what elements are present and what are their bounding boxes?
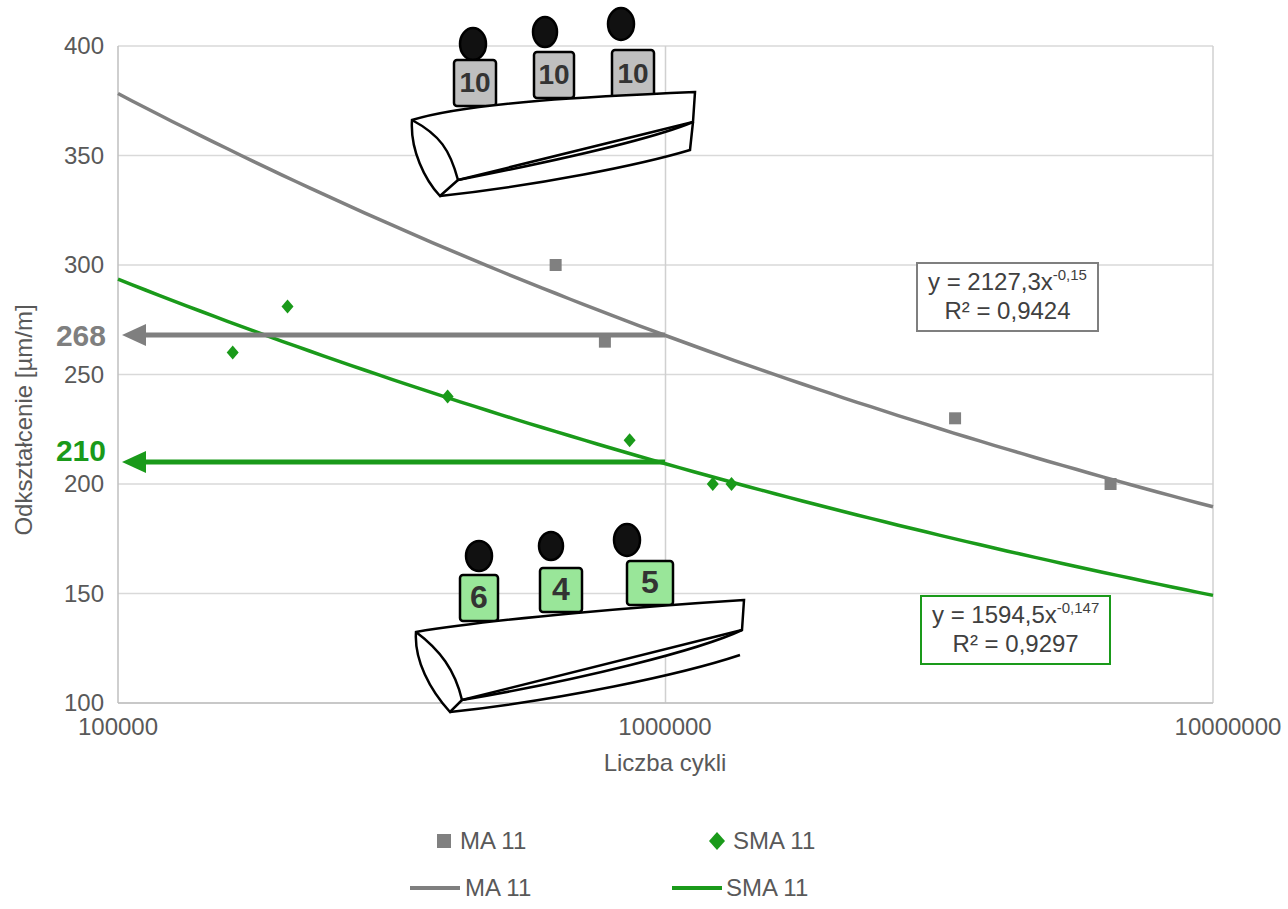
y-tick-label: 400	[64, 33, 104, 59]
score-card: 10	[459, 68, 490, 99]
y-tick-label: 350	[64, 142, 104, 168]
equation-text: R² = 0,9424	[944, 297, 1070, 324]
score-card: 10	[617, 59, 648, 90]
equation-text: -0,15	[1053, 266, 1087, 283]
y-tick-label: 300	[64, 252, 104, 278]
data-point	[949, 412, 961, 424]
axis-title: Odkształcenie [µm/m]	[11, 304, 37, 535]
grid-line	[1212, 46, 1214, 703]
data-point	[624, 433, 636, 447]
grid-line	[118, 702, 1213, 704]
judges-top	[412, 8, 695, 196]
data-point	[707, 477, 719, 491]
data-point	[282, 300, 294, 314]
y-tick-label: 200	[64, 471, 104, 497]
y-tick-label: 150	[64, 580, 104, 606]
y-tick-label: 100	[64, 690, 104, 716]
x-axis	[118, 702, 1213, 704]
value-label: 268	[56, 319, 106, 352]
equation-text: R² = 0,9297	[953, 630, 1079, 657]
grid-line	[117, 46, 119, 703]
data-point	[227, 346, 239, 360]
x-tick-label: 10000000	[1175, 714, 1282, 740]
score-card: 5	[641, 565, 659, 600]
data-point	[550, 259, 562, 271]
x-tick-label: 100000	[78, 714, 158, 740]
value-label: 210	[56, 434, 106, 467]
trend-line	[118, 94, 1213, 507]
score-card: 10	[538, 60, 569, 91]
axis-title: Liczba cykli	[604, 750, 727, 776]
score-card: 6	[470, 580, 488, 615]
y-tick-label: 250	[64, 361, 104, 387]
equation-text: y = 1594,5x	[932, 601, 1057, 628]
score-card: 4	[552, 572, 570, 607]
legend-text: SMA 11	[733, 828, 815, 854]
read-arrows	[122, 324, 665, 473]
equation-text: -0,147	[1057, 599, 1100, 616]
data-point	[1105, 478, 1117, 490]
equation-box: y = 1594,5x-0,147 R² = 0,9297	[920, 595, 1111, 665]
judges-bottom	[416, 524, 744, 712]
legend-samples	[410, 832, 725, 888]
legend-text: SMA 11	[726, 875, 808, 901]
data-point	[442, 389, 454, 403]
equation-text: y = 2127,3x	[928, 268, 1053, 295]
legend-text: MA 11	[460, 828, 526, 854]
legend-text: MA 11	[465, 875, 531, 901]
x-tick-label: 1000000	[618, 714, 711, 740]
equation-box: y = 2127,3x-0,15 R² = 0,9424	[916, 262, 1099, 332]
data-point	[726, 477, 738, 491]
